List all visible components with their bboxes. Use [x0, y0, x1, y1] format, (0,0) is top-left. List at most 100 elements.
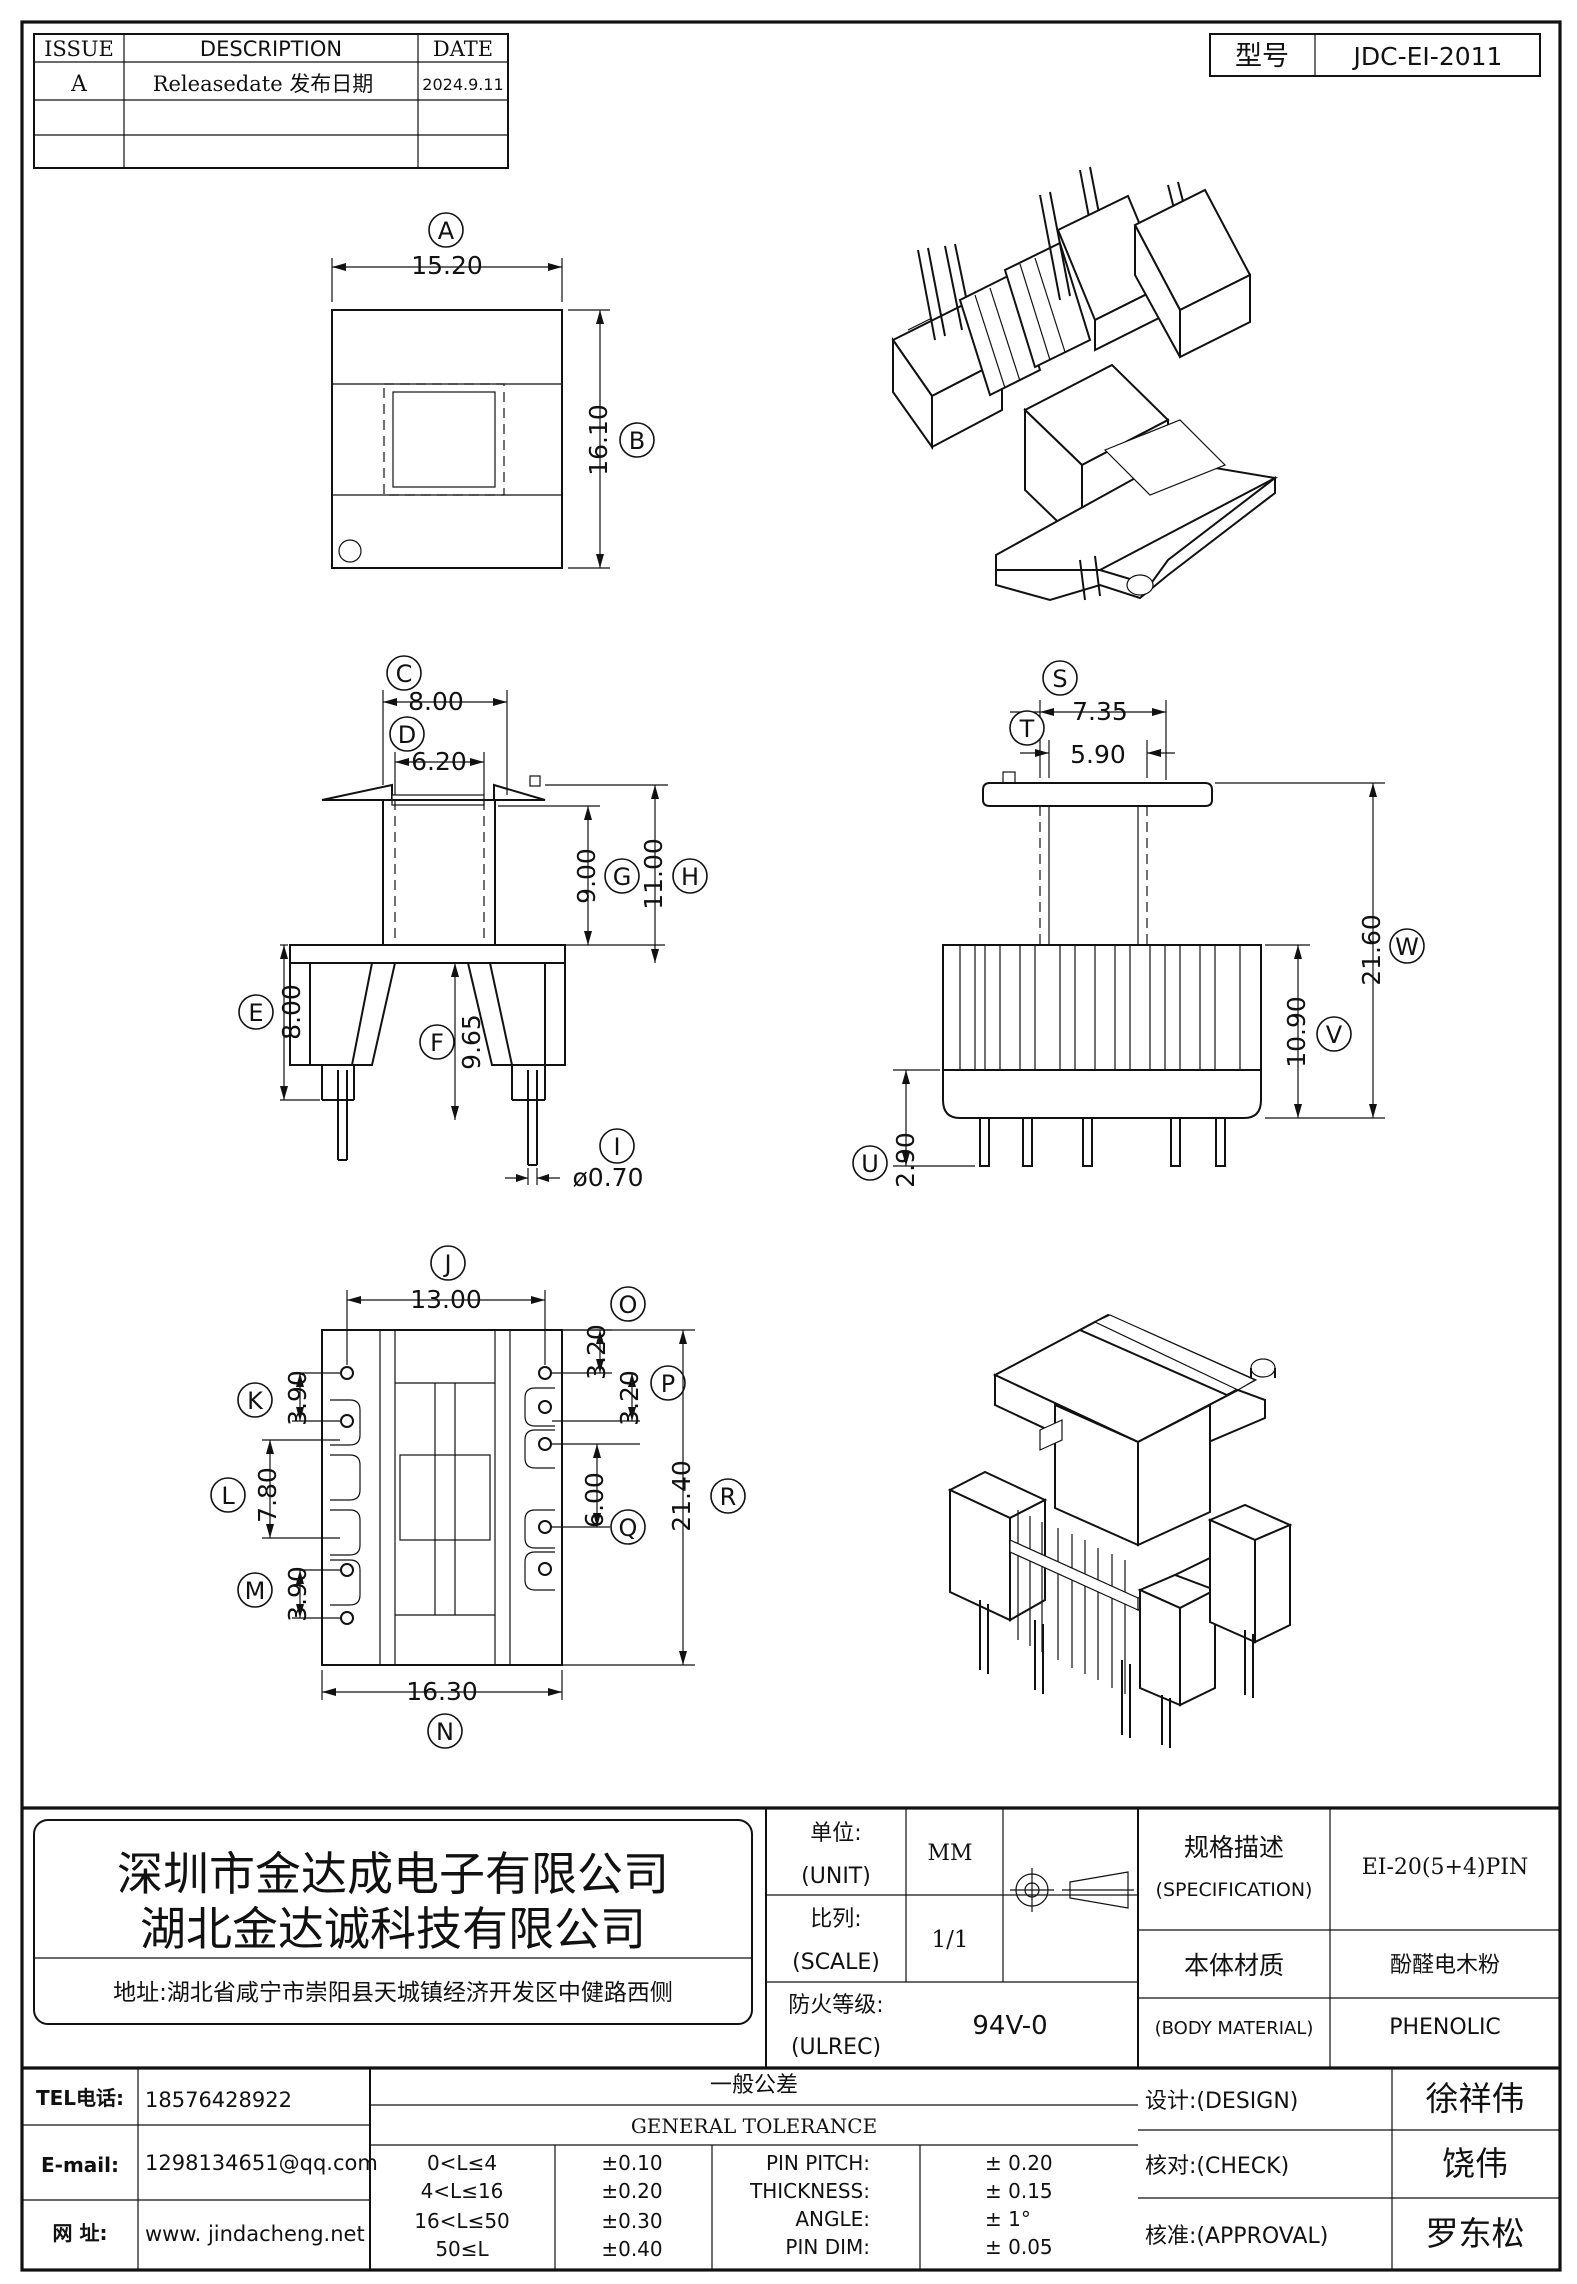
- tol-range-4: 50≤L: [435, 2237, 489, 2261]
- spec-value: EI-20(5+4)PIN: [1362, 1855, 1529, 1880]
- dim-t-label: T: [1019, 715, 1035, 743]
- tol-value-3: ±0.30: [601, 2209, 662, 2233]
- dim-e-label: E: [248, 999, 263, 1027]
- design-name: 徐祥伟: [1426, 2079, 1525, 2118]
- dim-k-value: 3.90: [283, 1370, 312, 1426]
- dim-v-label: V: [1326, 1021, 1343, 1049]
- pin-pitch-value: ± 0.20: [985, 2151, 1053, 2175]
- dim-g-label: G: [613, 863, 632, 891]
- dim-c-label: C: [396, 660, 413, 688]
- bottom-view: 13.00 J 3.20 O 3.20 P 6.00 Q 21.40 R: [210, 1245, 746, 1749]
- material-value-en: PHENOLIC: [1389, 2015, 1501, 2040]
- dim-i-label: I: [613, 1133, 620, 1161]
- side-view: 7.35 S 5.90 T 21.60 W 10.90 V 2.90 U: [852, 660, 1425, 1188]
- spec-label-cn: 规格描述: [1184, 1833, 1284, 1862]
- tol-value-2: ±0.20: [601, 2179, 662, 2203]
- email-label: E-mail:: [41, 2153, 119, 2177]
- check-name: 饶伟: [1442, 2144, 1508, 2183]
- spec-label-en: (SPECIFICATION): [1156, 1879, 1313, 1901]
- description-header: DESCRIPTION: [200, 37, 342, 61]
- ulrec-value: 94V-0: [972, 2011, 1047, 2041]
- thickness-value: ± 0.15: [985, 2179, 1053, 2203]
- revision-date-cell: 2024.9.11: [422, 75, 503, 94]
- issue-header: ISSUE: [44, 37, 114, 61]
- dim-q-label: Q: [619, 1514, 638, 1542]
- approval-label: 核准:(APPROVAL): [1145, 2224, 1328, 2249]
- model-label: 型号: [1235, 41, 1289, 72]
- dim-m-label: M: [245, 1577, 266, 1605]
- dim-b-label: B: [629, 427, 645, 455]
- web-label: 网 址:: [53, 2221, 108, 2245]
- dim-p-label: P: [661, 1370, 675, 1398]
- dim-k-label: K: [247, 1387, 264, 1415]
- tolerance-title-en: GENERAL TOLERANCE: [631, 2114, 877, 2138]
- dim-h-value: 11.00: [639, 838, 668, 910]
- tol-range-1: 0<L≤4: [427, 2151, 497, 2175]
- check-label: 核对:(CHECK): [1145, 2154, 1289, 2179]
- ulrec-label-cn: 防火等级:: [788, 1993, 883, 2018]
- date-header: DATE: [433, 37, 493, 61]
- tel-label: TEL电话:: [36, 2086, 124, 2110]
- dim-b-value: 16.10: [584, 404, 613, 476]
- dim-c-value: 8.00: [408, 687, 464, 716]
- pin-dim-value: ± 0.05: [985, 2235, 1053, 2259]
- dim-n-label: N: [436, 1718, 454, 1746]
- dim-f-value: 9.65: [457, 1014, 486, 1070]
- material-label-cn: 本体材质: [1184, 1951, 1284, 1980]
- scale-label-cn: 比列:: [810, 1907, 861, 1932]
- isometric-view-top: [891, 166, 1279, 602]
- web-value: www. jindacheng.net: [145, 2222, 365, 2246]
- scale-label-en: (SCALE): [792, 1950, 880, 1975]
- dim-a-value: 15.20: [411, 251, 483, 280]
- dim-d-value: 6.20: [411, 747, 467, 776]
- design-label: 设计:(DESIGN): [1145, 2089, 1298, 2114]
- model-box: 型号 JDC-EI-2011: [1209, 33, 1541, 77]
- front-view: 8.00 C 6.20 D 9.00 G 11.00 H 8.00 E: [238, 655, 708, 1192]
- dim-m-value: 3.90: [283, 1566, 312, 1622]
- dim-h-label: H: [681, 863, 699, 891]
- dim-i-value: ø0.70: [573, 1163, 644, 1192]
- approval-name: 罗东松: [1426, 2214, 1525, 2253]
- dim-q-value: 6.00: [580, 1472, 609, 1528]
- tel-value: 18576428922: [145, 2088, 292, 2112]
- dim-f-label: F: [430, 1029, 444, 1057]
- angle-value: ± 1°: [985, 2207, 1031, 2231]
- dim-l-label: L: [221, 1482, 235, 1510]
- dim-s-value: 7.35: [1072, 697, 1128, 726]
- dim-s-label: S: [1052, 665, 1067, 693]
- dim-l-value: 7.80: [253, 1467, 282, 1523]
- isometric-view-bottom: [947, 1313, 1293, 1748]
- dim-a-label: A: [438, 217, 455, 245]
- pin-dim-label: PIN DIM:: [785, 2235, 870, 2259]
- dim-o-label: O: [619, 1291, 638, 1319]
- pin-pitch-label: PIN PITCH:: [766, 2151, 870, 2175]
- tol-range-2: 4<L≤16: [421, 2179, 504, 2203]
- angle-label: ANGLE:: [795, 2207, 870, 2231]
- dim-u-value: 2.90: [891, 1132, 920, 1188]
- dim-g-value: 9.00: [572, 848, 601, 904]
- scale-value: 1/1: [931, 1927, 968, 1953]
- tol-value-4: ±0.40: [601, 2237, 662, 2261]
- top-view: 15.20 A 16.10 B: [331, 212, 655, 569]
- sheet-border: [20, 20, 1562, 2272]
- unit-value: MM: [927, 1841, 972, 1866]
- ulrec-label-en: (ULREC): [791, 2035, 881, 2060]
- tol-range-3: 16<L≤50: [414, 2209, 510, 2233]
- dim-w-label: W: [1395, 933, 1419, 961]
- model-value: JDC-EI-2011: [1352, 42, 1503, 71]
- tolerance-title-cn: 一般公差: [710, 2073, 798, 2098]
- dim-j-label: J: [442, 1250, 451, 1278]
- company-address: 地址:湖北省咸宁市崇阳县天城镇经济开发区中健路西侧: [113, 1980, 673, 2006]
- material-value-cn: 酚醛电木粉: [1390, 1953, 1500, 1978]
- unit-label-en: (UNIT): [801, 1864, 871, 1889]
- dim-p-value: 3.20: [615, 1370, 644, 1426]
- title-block: 深圳市金达成电子有限公司 湖北金达诚科技有限公司 地址:湖北省咸宁市崇阳县天城镇…: [22, 1806, 1560, 2270]
- dim-u-label: U: [861, 1150, 879, 1178]
- dim-o-value: 3.20: [582, 1324, 611, 1380]
- dim-w-value: 21.60: [1357, 914, 1386, 986]
- thickness-label: THICKNESS:: [749, 2179, 870, 2203]
- tol-value-1: ±0.10: [601, 2151, 662, 2175]
- dim-r-value: 21.40: [667, 1460, 696, 1532]
- revision-issue-cell: A: [70, 72, 88, 97]
